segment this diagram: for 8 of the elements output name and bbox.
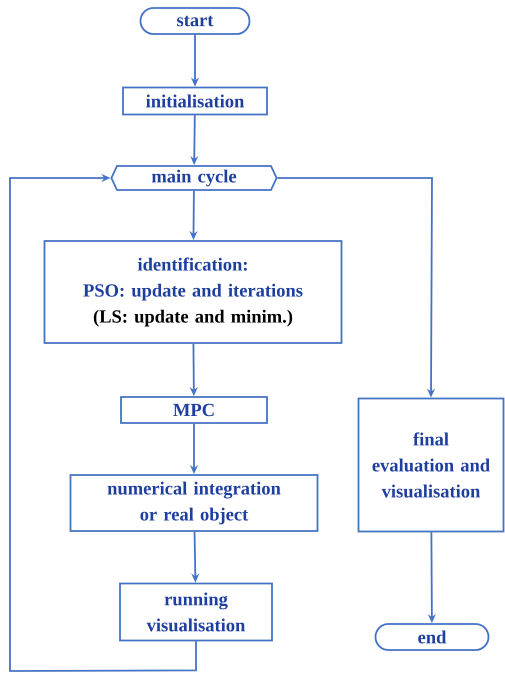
process-box: initialisation [122, 86, 268, 116]
process-box: running visualisation [119, 582, 273, 642]
process-box: MPC [120, 396, 268, 424]
arrow [9, 174, 197, 672]
process-box: identification: PSO: update and iterations (LS: update and minim.) [44, 240, 342, 344]
process-box: final evaluation and visualisation [358, 398, 504, 532]
process-box: numerical integration or real object [70, 474, 318, 532]
loop-hexagon: main cycle [110, 165, 278, 191]
